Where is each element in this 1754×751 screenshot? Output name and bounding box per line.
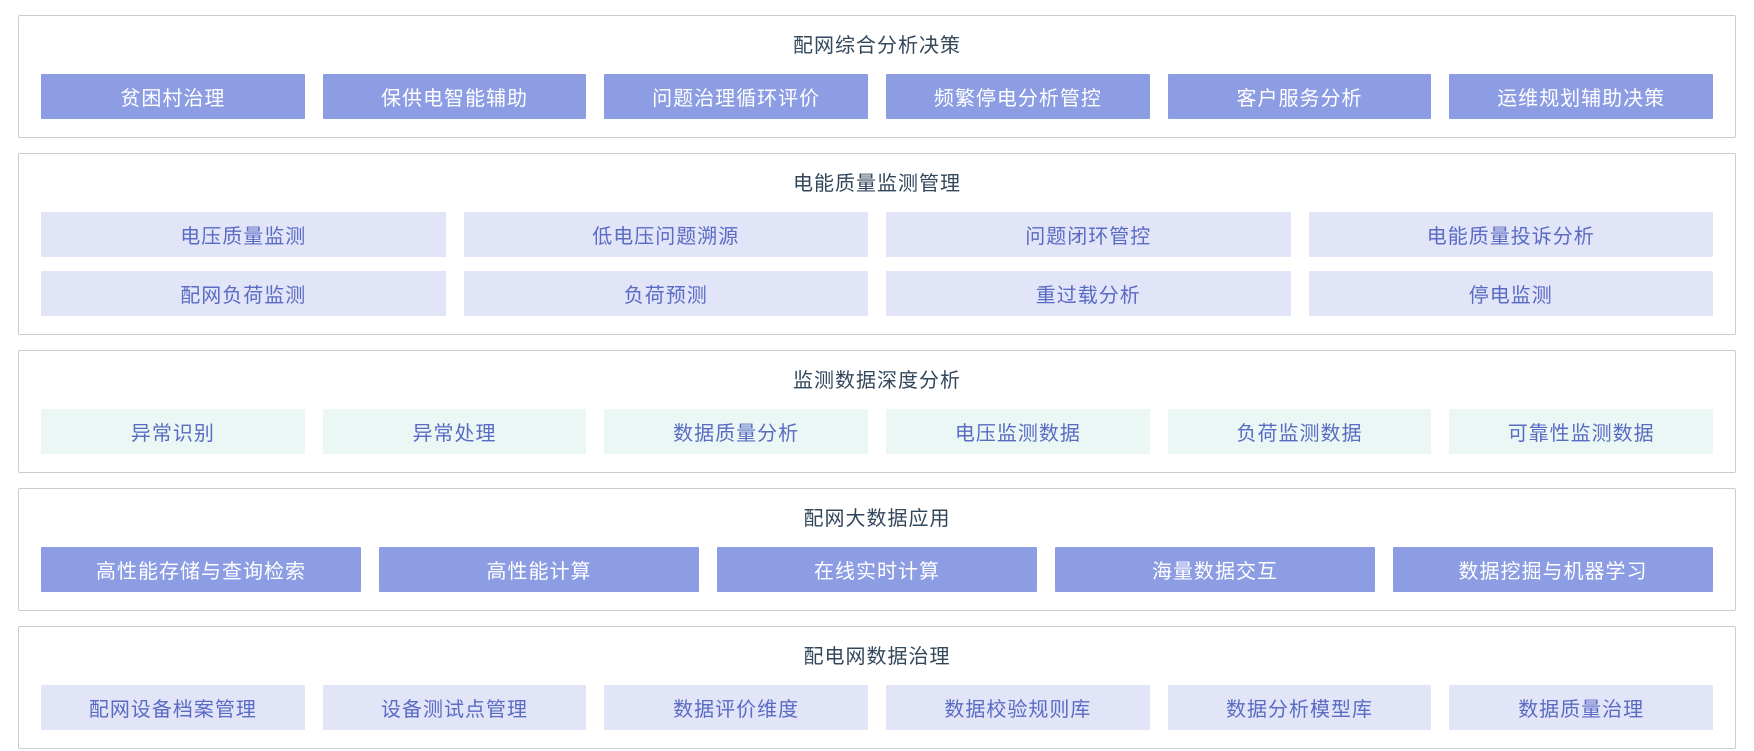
- tile-button[interactable]: 数据分析模型库: [1167, 685, 1432, 730]
- tile-button[interactable]: 电能质量投诉分析: [1308, 212, 1713, 257]
- tile-button[interactable]: 配网负荷监测: [41, 271, 446, 316]
- tile-row: 高性能存储与查询检索高性能计算在线实时计算海量数据交互数据挖掘与机器学习: [41, 547, 1713, 592]
- section-title: 监测数据深度分析: [793, 370, 961, 392]
- section-2: 电能质量监测管理电压质量监测低电压问题溯源问题闭环管控电能质量投诉分析配网负荷监…: [18, 153, 1736, 335]
- tile-button[interactable]: 数据评价维度: [604, 685, 869, 730]
- tile-button[interactable]: 问题治理循环评价: [604, 74, 869, 119]
- tile-button[interactable]: 低电压问题溯源: [463, 212, 868, 257]
- tile-row: 配网设备档案管理设备测试点管理数据评价维度数据校验规则库数据分析模型库数据质量治…: [41, 685, 1714, 730]
- tile-button[interactable]: 可靠性监测数据: [1449, 409, 1714, 454]
- tile-button[interactable]: 数据质量分析: [604, 409, 869, 454]
- section-title: 配电网数据治理: [803, 646, 951, 668]
- tile-button[interactable]: 数据质量治理: [1449, 685, 1714, 730]
- tile-button[interactable]: 电压监测数据: [886, 409, 1150, 454]
- tile-button[interactable]: 配网设备档案管理: [41, 685, 305, 730]
- tile-row: 异常识别异常处理数据质量分析电压监测数据负荷监测数据可靠性监测数据: [41, 409, 1714, 454]
- tile-button[interactable]: 停电监测: [1308, 271, 1713, 316]
- tile-button[interactable]: 高性能存储与查询检索: [41, 547, 361, 592]
- section-3: 监测数据深度分析异常识别异常处理数据质量分析电压监测数据负荷监测数据可靠性监测数…: [18, 350, 1736, 473]
- section-title: 配网大数据应用: [803, 508, 951, 530]
- tile-row: 贫困村治理保供电智能辅助问题治理循环评价频繁停电分析管控客户服务分析运维规划辅助…: [41, 74, 1714, 119]
- tile-button[interactable]: 重过载分析: [886, 271, 1291, 316]
- tile-button[interactable]: 电压质量监测: [41, 212, 446, 257]
- tile-button[interactable]: 贫困村治理: [41, 74, 305, 119]
- tile-row: 配网负荷监测负荷预测重过载分析停电监测: [41, 271, 1713, 316]
- tile-button[interactable]: 问题闭环管控: [886, 212, 1291, 257]
- tile-button[interactable]: 异常处理: [322, 409, 587, 454]
- tile-button[interactable]: 在线实时计算: [717, 547, 1037, 592]
- section-5: 配电网数据治理配网设备档案管理设备测试点管理数据评价维度数据校验规则库数据分析模…: [18, 626, 1736, 749]
- tile-button[interactable]: 数据挖掘与机器学习: [1393, 547, 1713, 592]
- tile-button[interactable]: 频繁停电分析管控: [886, 74, 1150, 119]
- tile-button[interactable]: 负荷预测: [463, 271, 868, 316]
- tile-button[interactable]: 高性能计算: [379, 547, 699, 592]
- section-4: 配网大数据应用高性能存储与查询检索高性能计算在线实时计算海量数据交互数据挖掘与机…: [18, 488, 1736, 611]
- tile-button[interactable]: 数据校验规则库: [886, 685, 1150, 730]
- tile-button[interactable]: 保供电智能辅助: [322, 74, 587, 119]
- tile-button[interactable]: 客户服务分析: [1167, 74, 1432, 119]
- tile-row: 电压质量监测低电压问题溯源问题闭环管控电能质量投诉分析: [41, 212, 1713, 257]
- tile-button[interactable]: 设备测试点管理: [322, 685, 587, 730]
- tile-button[interactable]: 海量数据交互: [1055, 547, 1375, 592]
- section-title: 配网综合分析决策: [793, 35, 961, 57]
- section-1: 配网综合分析决策贫困村治理保供电智能辅助问题治理循环评价频繁停电分析管控客户服务…: [18, 15, 1736, 138]
- tile-button[interactable]: 负荷监测数据: [1167, 409, 1432, 454]
- tile-button[interactable]: 异常识别: [41, 409, 305, 454]
- section-title: 电能质量监测管理: [793, 173, 961, 195]
- tile-button[interactable]: 运维规划辅助决策: [1449, 74, 1714, 119]
